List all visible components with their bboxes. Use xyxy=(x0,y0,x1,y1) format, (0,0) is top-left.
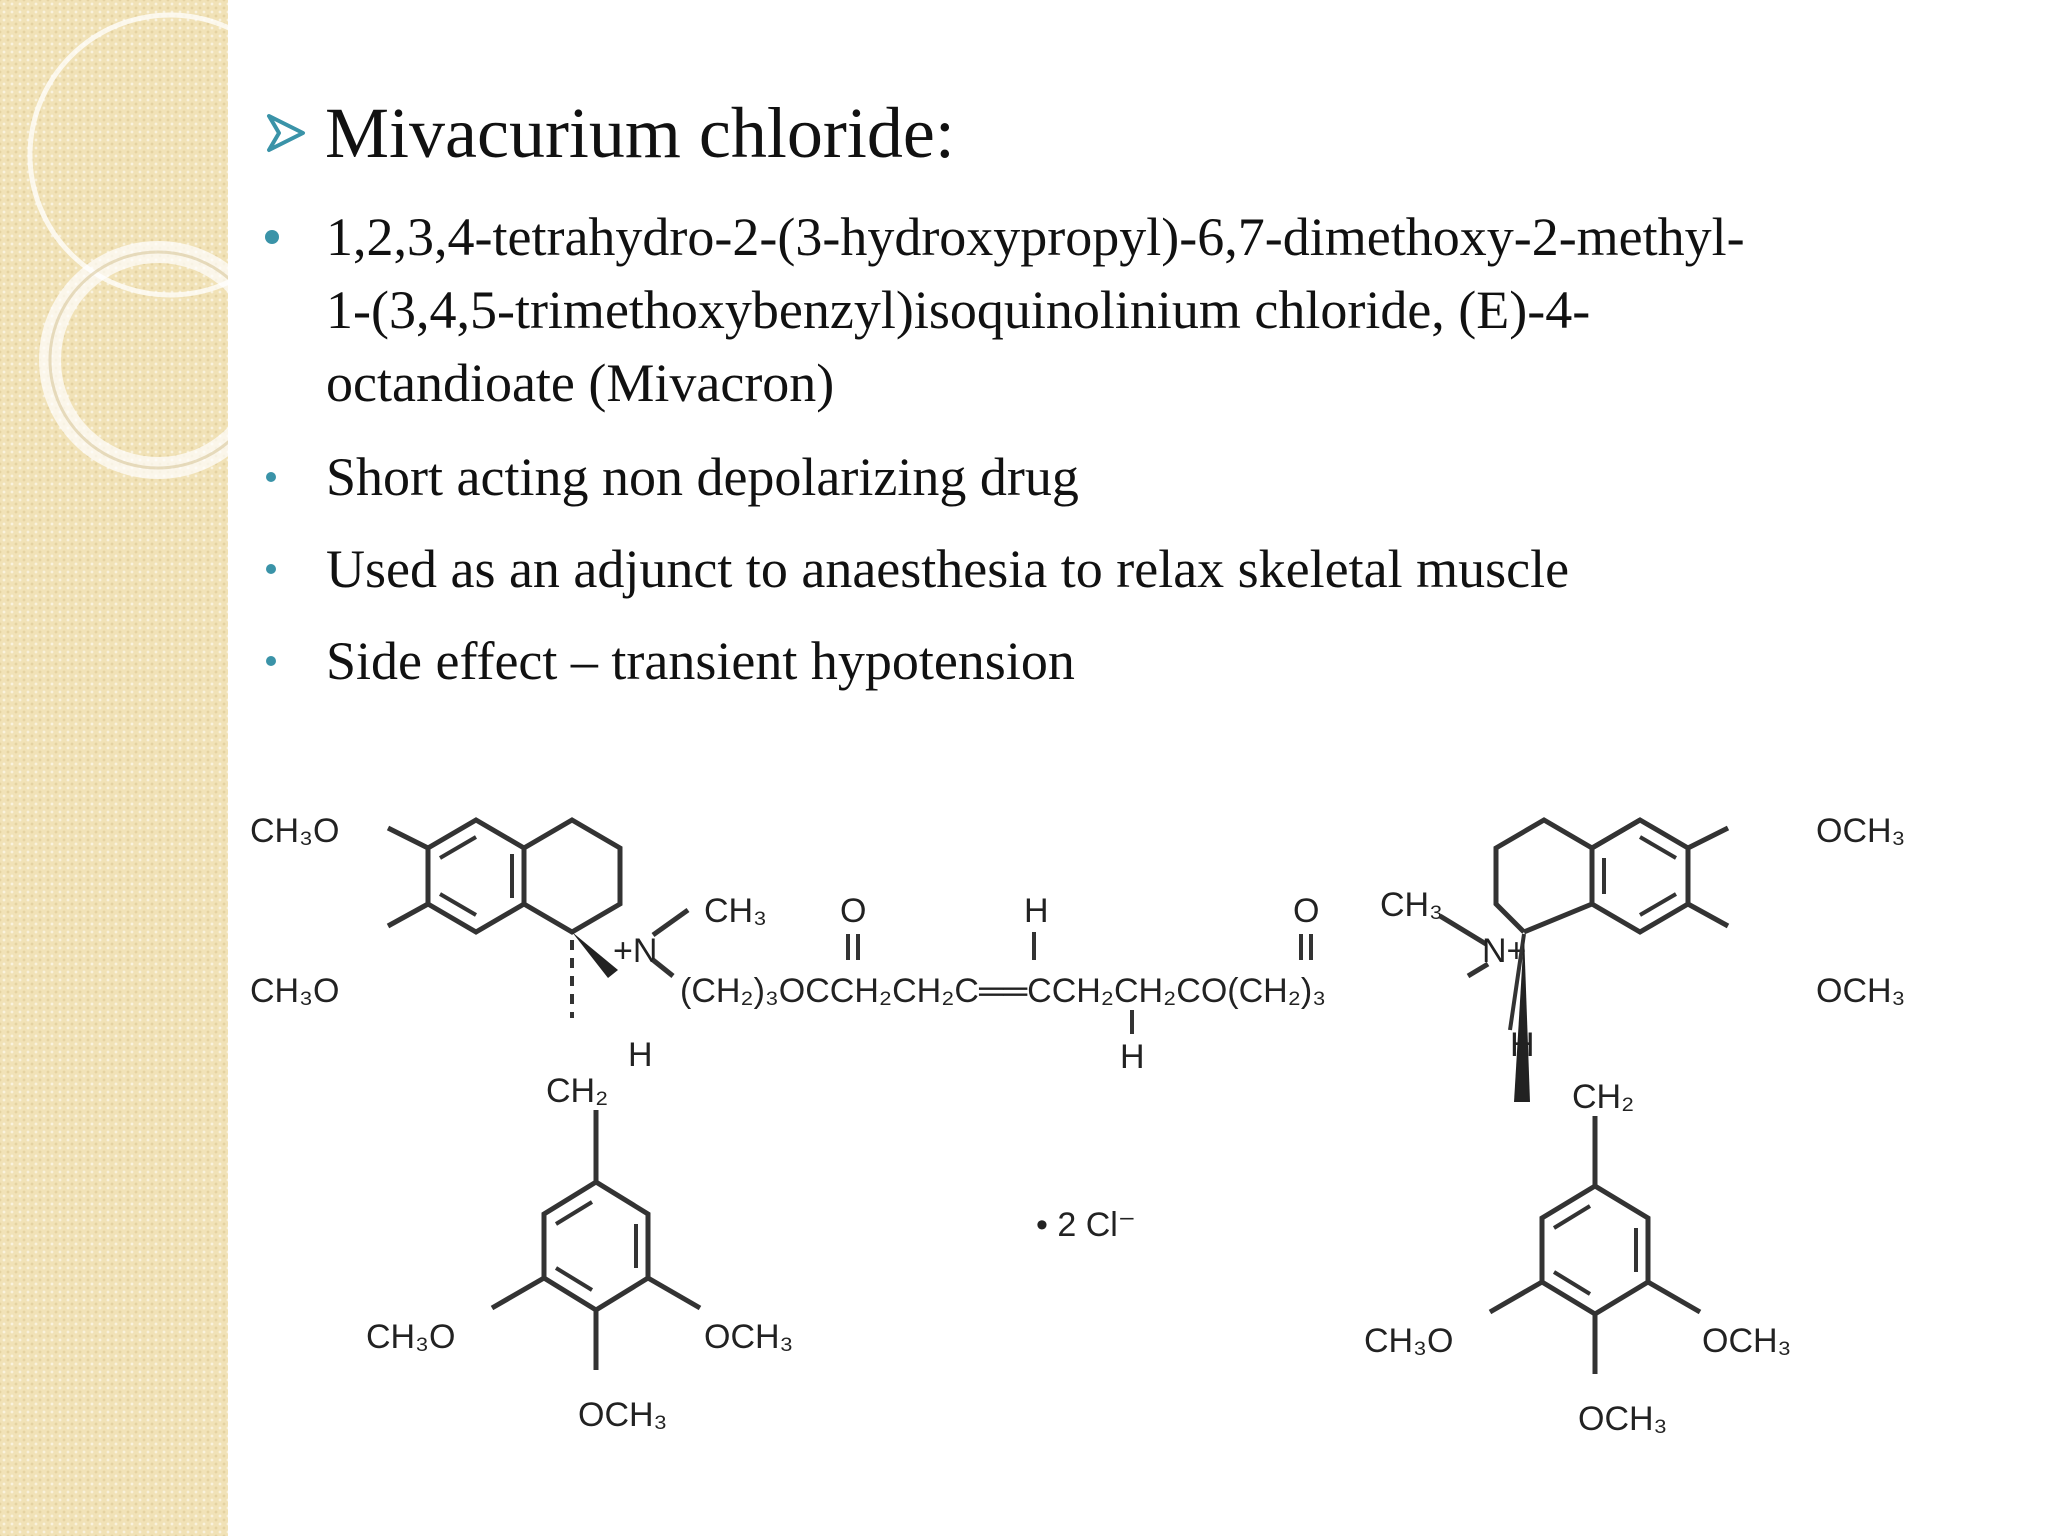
right-ring-och3-right: OCH₃ xyxy=(1702,1322,1791,1360)
alkene-h-top: H xyxy=(1024,892,1049,930)
bullet-dot-1 xyxy=(265,230,279,244)
ester-chain: (CH₂)₃OCCH₂CH₂C══CCH₂CH₂CO(CH₂)₃ xyxy=(680,972,1326,1010)
bullet-3-text: Used as an adjunct to anaesthesia to rel… xyxy=(326,539,1570,599)
left-ch2: CH₂ xyxy=(546,1072,608,1110)
left-ring-och3-right: OCH₃ xyxy=(704,1318,793,1356)
right-n-methyl: CH₃ xyxy=(1380,886,1443,924)
bullet-dot-4 xyxy=(266,656,276,666)
right-och3-top: OCH₃ xyxy=(1816,812,1905,850)
bullet-dot-2 xyxy=(266,472,276,482)
left-n-methyl: CH₃ xyxy=(704,892,767,930)
bullet-2-text: Short acting non depolarizing drug xyxy=(326,447,1079,507)
left-ch3o-bottom: CH₃O xyxy=(250,972,339,1010)
bullet-1-line-1: 1,2,3,4-tetrahydro-2-(3-hydroxypropyl)-6… xyxy=(326,207,1745,267)
mivacurium-structure-diagram: CH₃O CH₃O +N CH₃ H CH₂ CH₃O OCH₃ OCH₃ O … xyxy=(250,812,1905,1438)
ester-o-right: O xyxy=(1293,892,1319,930)
left-stereo-h: H xyxy=(628,1036,653,1074)
right-ring-och3-bottom: OCH₃ xyxy=(1578,1400,1667,1438)
bullet-1-line-2: 1-(3,4,5-trimethoxybenzyl)isoquinolinium… xyxy=(326,280,1591,340)
ester-o-left: O xyxy=(840,892,866,930)
bullet-dot-3 xyxy=(266,564,276,574)
left-ch3o-top: CH₃O xyxy=(250,812,339,850)
title-arrow-icon xyxy=(267,114,305,152)
left-ring-och3-bottom: OCH₃ xyxy=(578,1396,667,1434)
left-n-plus: +N xyxy=(613,932,657,970)
sidebar-circles-graphic xyxy=(27,12,228,479)
bullet-4-text: Side effect – transient hypotension xyxy=(326,631,1075,691)
right-ch2: CH₂ xyxy=(1572,1078,1634,1116)
right-ring-ch3o: CH₃O xyxy=(1364,1322,1453,1360)
right-och3-bottom: OCH₃ xyxy=(1816,972,1905,1010)
slide-title: Mivacurium chloride: xyxy=(325,93,955,173)
left-ring-ch3o: CH₃O xyxy=(366,1318,455,1356)
alkene-h-bottom: H xyxy=(1120,1038,1145,1076)
bullet-1-line-3: octandioate (Mivacron) xyxy=(326,353,835,413)
counterion-label: • 2 Cl⁻ xyxy=(1036,1206,1136,1244)
decorative-sidebar xyxy=(0,0,228,1536)
